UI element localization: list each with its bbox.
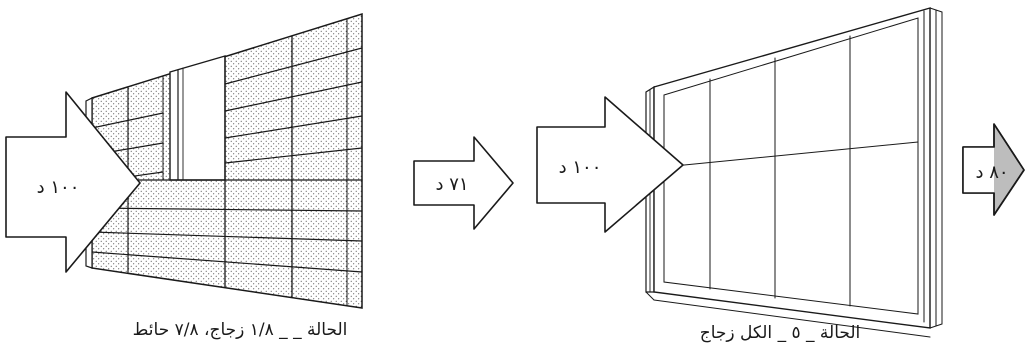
case-b-caption: الحالة _ ٥ _ الكل زجاج: [700, 323, 861, 343]
case-a-wall-panel: [86, 14, 362, 308]
case-a-incoming-arrow-label: ١٠٠ د: [37, 177, 80, 198]
case-b-outgoing-arrow: ٨٠ د: [963, 124, 1024, 215]
case-b-outgoing-arrow-label: ٨٠ د: [975, 162, 1008, 183]
case-a-caption: الحالة _ _ ١/٨ زجاج، ٧/٨ حائط: [133, 320, 348, 340]
case-a-outgoing-arrow-label: ٧١ د: [435, 174, 468, 195]
case-b-glass-panel: [646, 8, 942, 337]
case-a-outgoing-arrow: ٧١ د: [414, 137, 513, 229]
case-b-incoming-arrow-label: ١٠٠ د: [559, 157, 602, 178]
